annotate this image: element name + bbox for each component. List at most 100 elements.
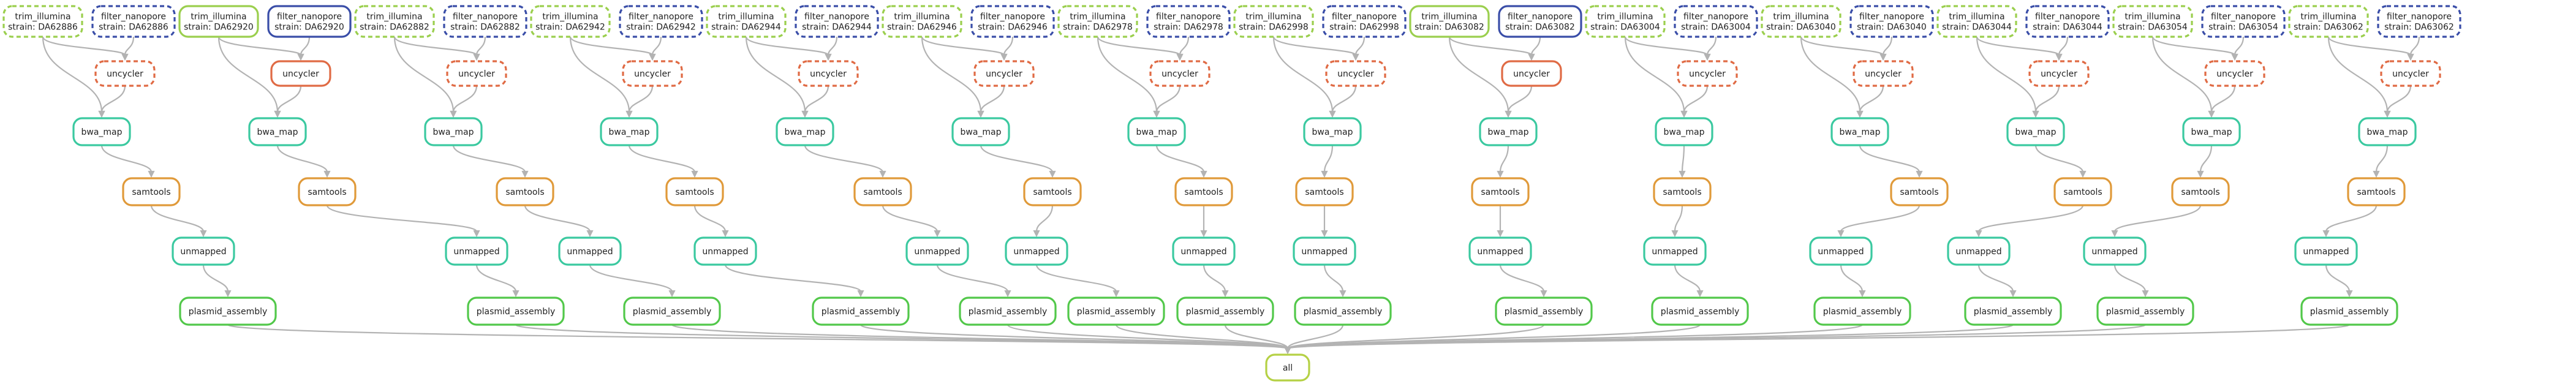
- unmapped-node[interactable]: unmapped: [1468, 236, 1532, 266]
- unmapped-node[interactable]: unmapped: [2294, 236, 2358, 266]
- samtools-node[interactable]: samtools: [853, 177, 912, 206]
- unmapped-node[interactable]: unmapped: [693, 236, 757, 266]
- unmapped-node[interactable]: unmapped: [558, 236, 622, 266]
- plasmid-assembly-node[interactable]: plasmid_assembly: [1495, 296, 1593, 326]
- bwa-map-node[interactable]: bwa_map: [1830, 117, 1889, 146]
- unmapped-node[interactable]: unmapped: [1947, 236, 2011, 266]
- plasmid-assembly-node[interactable]: plasmid_assembly: [1813, 296, 1911, 326]
- uncycler-node[interactable]: uncycler: [2028, 60, 2090, 87]
- uncycler-node[interactable]: uncycler: [94, 60, 156, 87]
- samtools-node[interactable]: samtools: [1890, 177, 1949, 206]
- samtools-node[interactable]: samtools: [1471, 177, 1530, 206]
- plasmid-assembly-node[interactable]: plasmid_assembly: [812, 296, 910, 326]
- samtools-node[interactable]: samtools: [1653, 177, 1712, 206]
- uncycler-node[interactable]: uncycler: [1149, 60, 1211, 87]
- all-node[interactable]: all: [1265, 353, 1310, 382]
- bwa-map-node[interactable]: bwa_map: [600, 117, 659, 146]
- bwa-map-node[interactable]: bwa_map: [1655, 117, 1713, 146]
- samtools-node[interactable]: samtools: [122, 177, 181, 206]
- bwa-map-node[interactable]: bwa_map: [2006, 117, 2065, 146]
- bwa-map-node[interactable]: bwa_map: [424, 117, 483, 146]
- samtools-node[interactable]: samtools: [2347, 177, 2406, 206]
- uncycler-node[interactable]: uncycler: [622, 60, 683, 87]
- plasmid-assembly-node[interactable]: plasmid_assembly: [1651, 296, 1749, 326]
- samtools-node[interactable]: samtools: [496, 177, 554, 206]
- bwa-map-node[interactable]: bwa_map: [2182, 117, 2241, 146]
- plasmid-assembly-node[interactable]: plasmid_assembly: [179, 296, 277, 326]
- uncycler-node[interactable]: uncycler: [973, 60, 1035, 87]
- uncycler-node[interactable]: uncycler: [798, 60, 859, 87]
- bwa-map-node[interactable]: bwa_map: [776, 117, 834, 146]
- unmapped-node[interactable]: unmapped: [1005, 236, 1068, 266]
- bwa-map-node[interactable]: bwa_map: [248, 117, 307, 146]
- bwa-map-node[interactable]: bwa_map: [2358, 117, 2417, 146]
- samtools-node[interactable]: samtools: [1295, 177, 1354, 206]
- samtools-node[interactable]: samtools: [1174, 177, 1233, 206]
- uncycler-node[interactable]: uncycler: [2380, 60, 2441, 87]
- plasmid-assembly-node[interactable]: plasmid_assembly: [2096, 296, 2194, 326]
- plasmid-assembly-node[interactable]: plasmid_assembly: [2300, 296, 2398, 326]
- samtools-node[interactable]: samtools: [665, 177, 724, 206]
- unmapped-node[interactable]: unmapped: [445, 236, 508, 266]
- uncycler-node[interactable]: uncycler: [1501, 60, 1562, 87]
- unmapped-node[interactable]: unmapped: [1643, 236, 1707, 266]
- uncycler-node[interactable]: uncycler: [1853, 60, 1914, 87]
- uncycler-node[interactable]: uncycler: [270, 60, 331, 87]
- bwa-map-node[interactable]: bwa_map: [72, 117, 131, 146]
- uncycler-node[interactable]: uncycler: [1677, 60, 1738, 87]
- uncycler-node[interactable]: uncycler: [1325, 60, 1386, 87]
- uncycler-node[interactable]: uncycler: [446, 60, 507, 87]
- bwa-map-node[interactable]: bwa_map: [1127, 117, 1186, 146]
- samtools-node[interactable]: samtools: [298, 177, 357, 206]
- plasmid-assembly-node[interactable]: plasmid_assembly: [1294, 296, 1392, 326]
- samtools-node[interactable]: samtools: [2053, 177, 2112, 206]
- unmapped-node[interactable]: unmapped: [1293, 236, 1356, 266]
- uncycler-node[interactable]: uncycler: [2204, 60, 2265, 87]
- bwa-map-node[interactable]: bwa_map: [1479, 117, 1538, 146]
- unmapped-node[interactable]: unmapped: [1809, 236, 1873, 266]
- bwa-map-node[interactable]: bwa_map: [951, 117, 1010, 146]
- samtools-node[interactable]: samtools: [1023, 177, 1082, 206]
- unmapped-node[interactable]: unmapped: [1172, 236, 1236, 266]
- plasmid-assembly-node[interactable]: plasmid_assembly: [959, 296, 1057, 326]
- plasmid-assembly-node[interactable]: plasmid_assembly: [1964, 296, 2062, 326]
- unmapped-node[interactable]: unmapped: [2083, 236, 2147, 266]
- unmapped-node[interactable]: unmapped: [905, 236, 969, 266]
- plasmid-assembly-node[interactable]: plasmid_assembly: [467, 296, 565, 326]
- plasmid-assembly-node[interactable]: plasmid_assembly: [1067, 296, 1165, 326]
- unmapped-node[interactable]: unmapped: [172, 236, 235, 266]
- samtools-node[interactable]: samtools: [2171, 177, 2230, 206]
- plasmid-assembly-node[interactable]: plasmid_assembly: [1176, 296, 1274, 326]
- bwa-map-node-label: bwa_map: [1663, 127, 1704, 137]
- bwa-map-node[interactable]: bwa_map: [1303, 117, 1362, 146]
- plasmid-assembly-node[interactable]: plasmid_assembly: [623, 296, 721, 326]
